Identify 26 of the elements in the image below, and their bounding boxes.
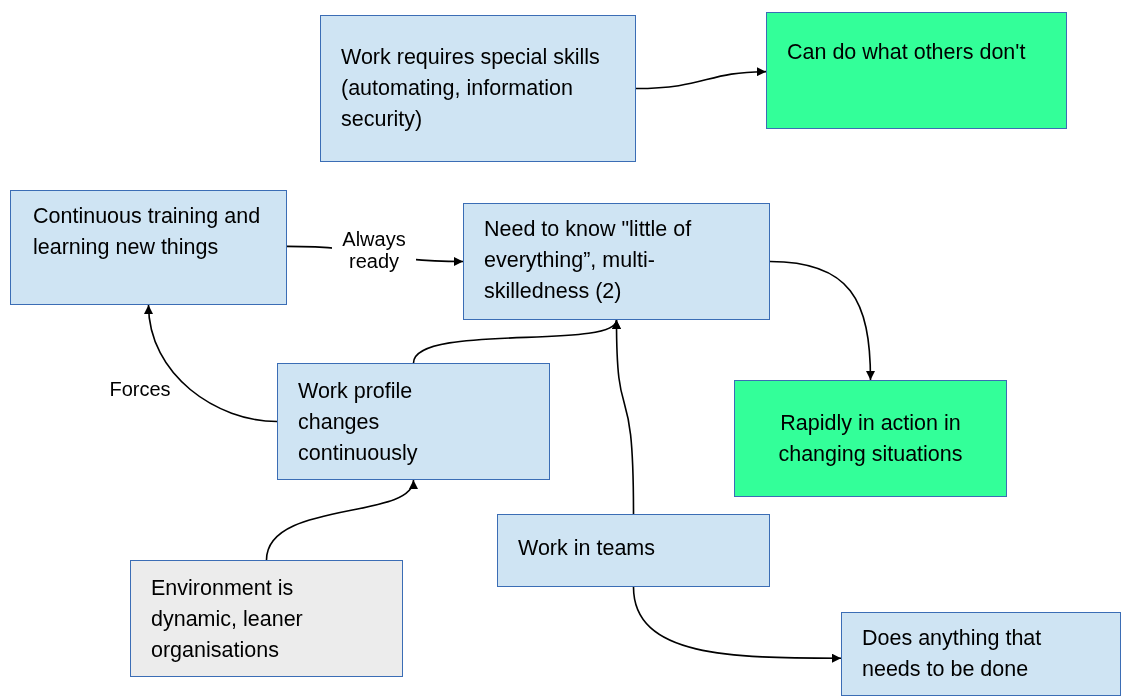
node-text: Need to know "little of everything”, multi-skilledness (2) bbox=[484, 216, 693, 305]
node-text: Rapidly in action in changing situations bbox=[777, 409, 964, 468]
process-box bbox=[463, 203, 770, 320]
node-text: Continuous training and learning new things bbox=[33, 203, 262, 261]
node-text: Work profile changes continuously bbox=[298, 378, 419, 467]
process-box bbox=[130, 560, 403, 677]
node-text: Work requires special skills (automating, information security) bbox=[341, 44, 601, 133]
node-text: Environment is dynamic, leaner organisations bbox=[151, 575, 304, 664]
arrow bbox=[632, 586, 842, 663]
process-box bbox=[320, 15, 636, 162]
process-box bbox=[766, 12, 1067, 129]
arrow bbox=[635, 67, 767, 90]
arrow bbox=[612, 319, 635, 515]
arrow bbox=[265, 479, 415, 561]
process-box bbox=[841, 612, 1121, 696]
node-text: Work in teams bbox=[518, 535, 655, 562]
arrow bbox=[769, 260, 875, 381]
node-text: Can do what others don't bbox=[787, 39, 1026, 66]
process-box bbox=[497, 514, 770, 587]
process-box bbox=[734, 380, 1007, 497]
process-box bbox=[277, 363, 550, 480]
arrow bbox=[144, 304, 278, 423]
node-text: Does anything that needs to be done bbox=[862, 625, 1043, 683]
process-box bbox=[10, 190, 287, 305]
edge-label: Always ready bbox=[332, 228, 416, 272]
arrow bbox=[412, 319, 618, 364]
